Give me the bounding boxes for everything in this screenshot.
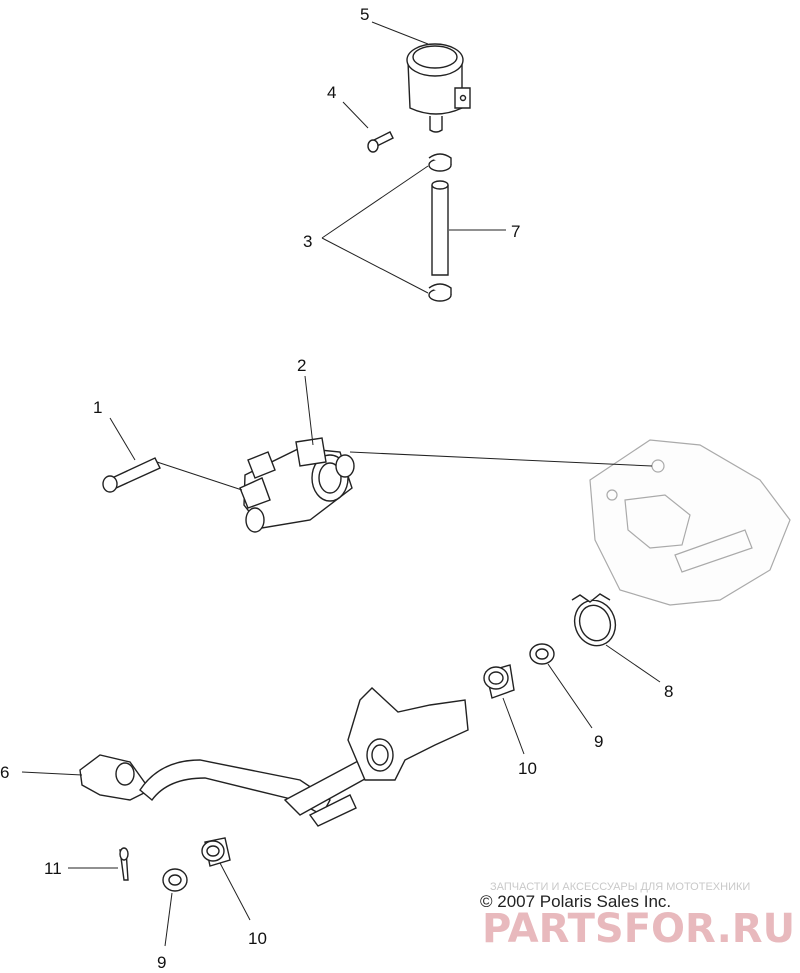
callout-8: 8 xyxy=(664,682,673,701)
cotter-pin xyxy=(119,847,129,881)
washer-upper xyxy=(529,643,555,665)
callout-1: 1 xyxy=(93,398,102,417)
leader-9b xyxy=(164,892,173,947)
callout-7: 7 xyxy=(511,222,520,241)
leader-2b xyxy=(349,451,653,467)
callout-3: 3 xyxy=(303,232,312,251)
bushing-upper xyxy=(483,664,515,699)
brake-pedal xyxy=(79,687,469,827)
screw xyxy=(367,131,394,153)
copyright-text: © 2007 Polaris Sales Inc. xyxy=(480,892,671,911)
callout-5: 5 xyxy=(360,5,369,24)
callout-9-upper: 9 xyxy=(594,732,603,751)
leader-1 xyxy=(109,417,136,461)
leader-2 xyxy=(304,375,314,446)
hose xyxy=(431,180,449,276)
callout-6: 6 xyxy=(0,763,9,782)
mounting-bolt xyxy=(102,457,161,493)
spring-clip xyxy=(571,593,617,647)
leader-1b xyxy=(156,461,243,491)
brake-fluid-reservoir xyxy=(406,43,471,133)
leader-4 xyxy=(342,101,369,129)
callout-2: 2 xyxy=(297,356,306,375)
leader-10a xyxy=(502,697,525,755)
mounting-bracket xyxy=(589,439,791,606)
hose-clamp-top xyxy=(428,153,452,172)
callout-10-upper: 10 xyxy=(518,759,537,778)
watermark-logo: PARTSFOR.RU xyxy=(482,906,795,952)
bushing-lower xyxy=(201,837,231,867)
leader-6 xyxy=(21,771,83,776)
leader-8 xyxy=(605,644,661,683)
leader-3b xyxy=(321,237,429,294)
leader-5 xyxy=(371,21,429,45)
callout-10-lower: 10 xyxy=(248,929,267,948)
hose-clamp-bottom xyxy=(428,283,452,302)
leader-10b xyxy=(219,862,251,921)
callout-11: 11 xyxy=(44,859,62,878)
washer-lower xyxy=(162,868,188,892)
leader-9a xyxy=(547,663,593,729)
watermark-tagline: ЗАПЧАСТИ И АКСЕССУАРЫ ДЛЯ МОТОТЕХНИКИ xyxy=(490,881,750,893)
master-cylinder xyxy=(239,437,355,533)
callout-4: 4 xyxy=(327,83,336,102)
leader-3a xyxy=(321,165,429,239)
callout-9-lower: 9 xyxy=(157,953,166,972)
